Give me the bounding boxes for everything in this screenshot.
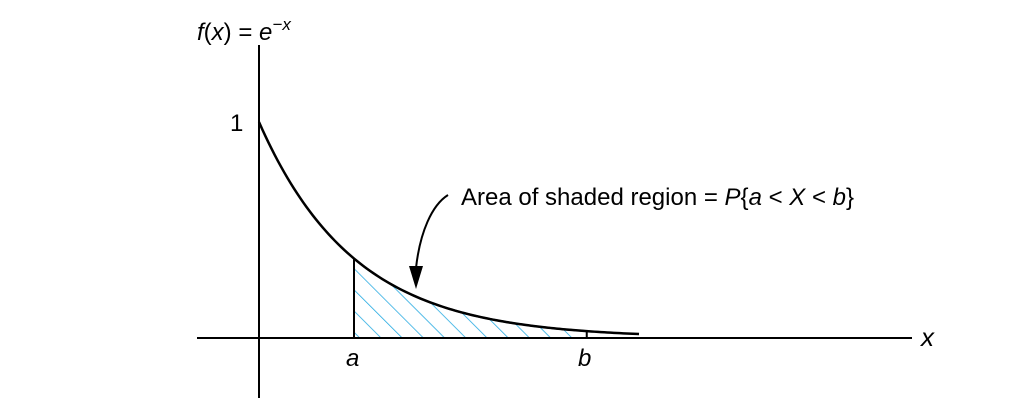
x-tick-label-a: a [346,345,359,372]
x-axis-label: x [919,322,935,352]
density-curve [257,121,640,336]
annotation-arrow [409,194,449,289]
annotation-text: Area of shaded region = P{a < X < b} [461,184,854,211]
x-tick-label-b: b [578,345,591,372]
y-axis-label: f(x) = e−x [197,15,291,46]
y-tick-label-one: 1 [230,110,243,137]
